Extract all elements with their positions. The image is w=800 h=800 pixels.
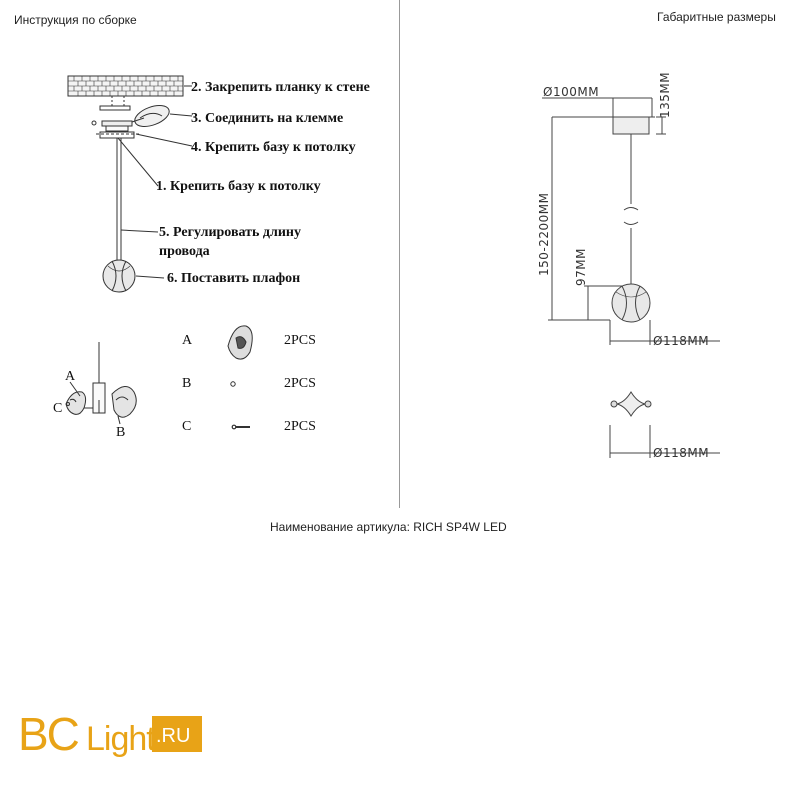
shade-icon [102,259,165,293]
ring-icon [230,381,236,387]
cable-length-label: 150-2200MM [537,192,551,276]
step-4-label: 4. Крепить базу к потолку [191,140,356,155]
bclight-logo-icon: BC Light .RU [18,708,202,760]
part-a-letter: A [182,333,193,348]
part-b-qty: 2PCS [284,376,316,391]
shade-clip-icon [227,325,253,360]
shade-diameter-label: Ø118MM [653,334,710,348]
step-3-label: 3. Соединить на клемме [191,111,344,126]
dimensions-title: Габаритные размеры [657,10,776,24]
step-1-label: 1. Крепить базу к потолку [156,179,321,194]
part-b-letter: B [182,376,192,391]
article-name: Наименование артикула: RICH SP4W LED [270,520,507,534]
canopy-diameter-label: Ø100MM [543,85,600,99]
assembly-instructions-title: Инструкция по сборке [14,13,137,27]
canopy-height-label: 135MM [658,71,672,118]
assembly-label-c: C [53,401,63,416]
canopy-icon [91,105,193,187]
part-a-qty: 2PCS [284,333,316,348]
part-c-qty: 2PCS [284,419,316,434]
part-c-letter: C [182,419,192,434]
shade-height-label: 97MM [574,248,588,286]
dimension-drawing [542,97,720,458]
screw-icon [231,424,250,430]
assembly-label-b: B [116,425,126,440]
top-diameter-label: Ø118MM [653,446,710,460]
exploded-assembly-icon [65,342,137,425]
step-5-label-cont: провода [159,244,210,259]
step-6-label: 6. Поставить плафон [167,271,301,286]
svg-text:Light: Light [86,720,156,758]
svg-text:BC: BC [18,708,79,760]
assembly-label-a: A [65,369,76,384]
wall-bracket-icon [67,75,192,111]
step-2-label: 2. Закрепить планку к стене [191,80,370,95]
step-5-label: 5. Регулировать длину [159,225,301,240]
cable-icon [116,138,159,262]
svg-text:.RU: .RU [156,725,190,747]
panel-divider [399,0,400,508]
